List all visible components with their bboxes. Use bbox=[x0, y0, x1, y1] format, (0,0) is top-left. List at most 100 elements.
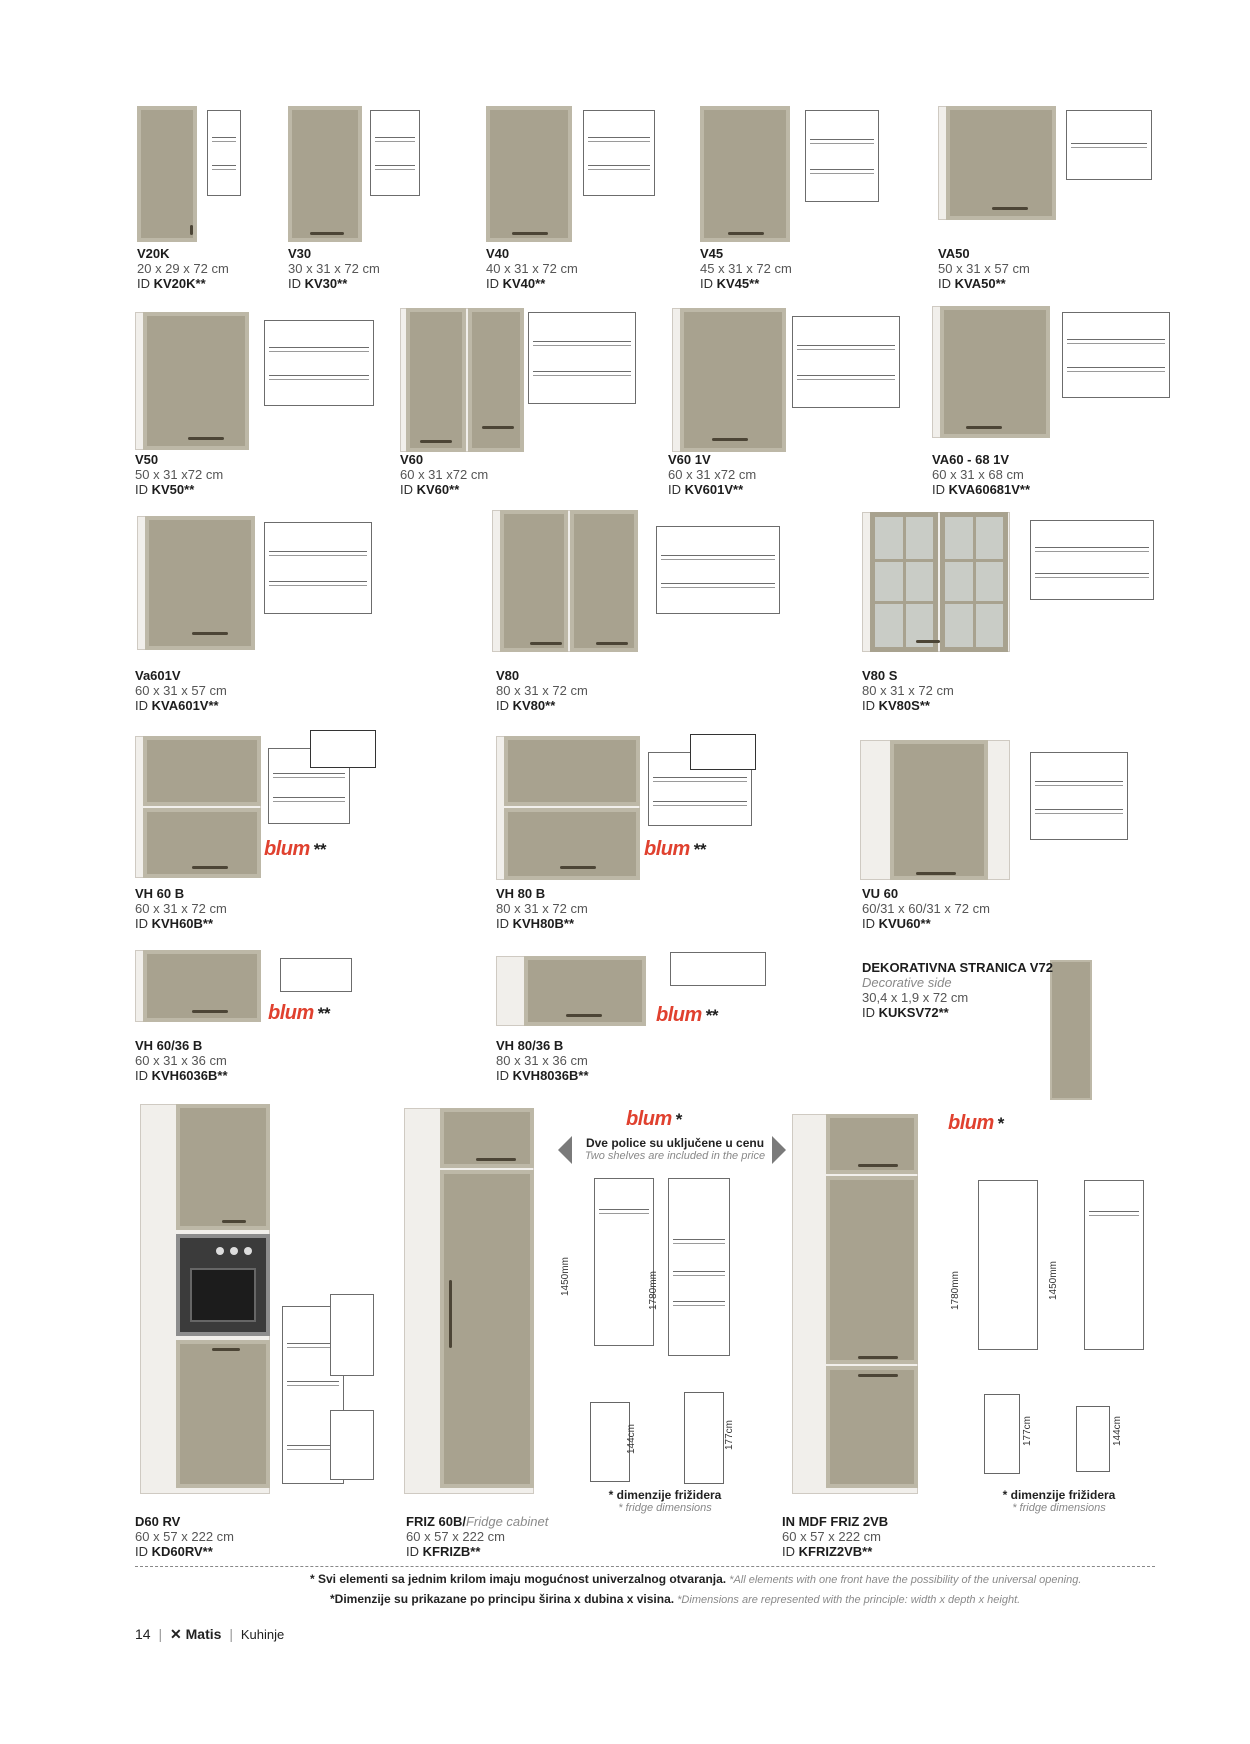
handle bbox=[530, 642, 562, 645]
lift-door-sketch bbox=[690, 734, 756, 770]
cabinet-door bbox=[700, 106, 790, 242]
label-in-mdf-friz-2vb: IN MDF FRIZ 2VB 60 x 57 x 222 cm ID KFRI… bbox=[782, 1514, 888, 1559]
product-dims: 40 x 31 x 72 cm bbox=[486, 261, 578, 276]
cabinet-door-left bbox=[406, 308, 466, 452]
cabinet-door-bottom bbox=[440, 1170, 534, 1488]
brand-logo-icon: ✕ bbox=[170, 1626, 182, 1642]
product-id: ID KFRIZ2VB** bbox=[782, 1544, 873, 1559]
product-name: VH 60 B bbox=[135, 886, 185, 901]
cabinet-door-top bbox=[143, 736, 261, 806]
cabinet-door bbox=[890, 740, 988, 880]
product-name: V80 bbox=[496, 668, 520, 683]
label-v80s: V80 S 80 x 31 x 72 cm ID KV80S** bbox=[862, 668, 954, 713]
brand-name: Matis bbox=[185, 1626, 222, 1642]
product-id: ID KVH8036B** bbox=[496, 1068, 589, 1083]
product-name: V40 bbox=[486, 246, 510, 261]
label-vh80b: VH 80 B 80 x 31 x 72 cm ID KVH80B** bbox=[496, 886, 588, 931]
fridge-note-sr: * dimenzije frižidera bbox=[608, 1488, 722, 1502]
label-va50: VA50 50 x 31 x 57 cm ID KVA50** bbox=[938, 246, 1030, 291]
cabinet-sketch bbox=[528, 312, 636, 404]
footnote-2: *Dimenzije su prikazane po principu širi… bbox=[330, 1592, 1020, 1606]
label-v60-1v: V60 1V 60 x 31 x72 cm ID KV601V** bbox=[668, 452, 756, 497]
cabinet-door bbox=[524, 956, 646, 1026]
cabinet-door-bottom bbox=[826, 1366, 918, 1488]
handle bbox=[858, 1356, 898, 1359]
product-dims: 60 x 31 x 57 cm bbox=[135, 683, 227, 698]
product-id: ID KV20K** bbox=[137, 276, 206, 291]
product-id: ID KV80S** bbox=[862, 698, 930, 713]
footnote-2-sr: *Dimenzije su prikazane po principu širi… bbox=[330, 1592, 675, 1606]
product-dims: 60 x 57 x 222 cm bbox=[135, 1529, 234, 1544]
cabinet-sketch bbox=[805, 110, 879, 202]
product-id: ID KVU60** bbox=[862, 916, 931, 931]
handle bbox=[482, 426, 514, 429]
product-name: VH 80/36 B bbox=[496, 1038, 564, 1053]
handle bbox=[728, 232, 764, 235]
handle bbox=[222, 1220, 246, 1223]
blum-stars: ** bbox=[313, 840, 327, 859]
page-number: 14 bbox=[135, 1626, 151, 1642]
label-v20k: V20K 20 x 29 x 72 cm ID KV20K** bbox=[137, 246, 229, 291]
product-name-en: Decorative side bbox=[862, 975, 952, 990]
cabinet-sketch bbox=[792, 316, 900, 408]
product-id: ID KD60RV** bbox=[135, 1544, 213, 1559]
handle bbox=[916, 872, 956, 875]
handle bbox=[449, 1280, 452, 1348]
fridge-note: * dimenzije frižidera * fridge dimension… bbox=[590, 1488, 740, 1514]
handle bbox=[192, 1010, 228, 1013]
blum-logo-text: blum bbox=[948, 1112, 994, 1134]
cabinet-sketch bbox=[1062, 312, 1170, 398]
label-friz60b: FRIZ 60B/Fridge cabinet 60 x 57 x 222 cm… bbox=[406, 1514, 548, 1559]
handle bbox=[212, 1348, 240, 1351]
blum-logo-text: blum bbox=[264, 838, 310, 860]
product-dims: 20 x 29 x 72 cm bbox=[137, 261, 229, 276]
blum-logo: blum** bbox=[656, 1004, 719, 1027]
page-footer: 14 | ✕ Matis | Kuhinje bbox=[135, 1626, 285, 1642]
label-vh60b: VH 60 B 60 x 31 x 72 cm ID KVH60B** bbox=[135, 886, 227, 931]
product-name: DEKORATIVNA STRANICA V72 bbox=[862, 960, 1053, 975]
product-name: V60 bbox=[400, 452, 424, 467]
footnote-1-sr: * Svi elementi sa jednim krilom imaju mo… bbox=[310, 1572, 727, 1586]
product-id: ID KVA601V** bbox=[135, 698, 219, 713]
blum-logo-text: blum bbox=[656, 1004, 702, 1026]
product-name: D60 RV bbox=[135, 1514, 181, 1529]
blum-logo: blum** bbox=[644, 838, 707, 861]
fridge-note-en: * fridge dimensions bbox=[1012, 1502, 1106, 1514]
cabinet-door-top bbox=[504, 736, 640, 806]
label-va601v: Va601V 60 x 31 x 57 cm ID KVA601V** bbox=[135, 668, 227, 713]
product-name: VA60 - 68 1V bbox=[932, 452, 1010, 467]
cabinet-door bbox=[946, 106, 1056, 220]
glass-door-left bbox=[870, 512, 938, 652]
cabinet-door-top bbox=[176, 1104, 270, 1230]
handle bbox=[858, 1164, 898, 1167]
product-dims: 60 x 31 x 36 cm bbox=[135, 1053, 227, 1068]
product-name: VH 80 B bbox=[496, 886, 546, 901]
blum-stars: * bbox=[675, 1110, 683, 1129]
product-name: V80 S bbox=[862, 668, 898, 683]
cabinet-sketch bbox=[207, 110, 241, 196]
fridge-sketch bbox=[1076, 1406, 1110, 1472]
product-id: ID KVH80B** bbox=[496, 916, 575, 931]
product-dims: 50 x 31 x 57 cm bbox=[938, 261, 1030, 276]
cabinet-sketch bbox=[1066, 110, 1152, 180]
arrow-right-icon bbox=[772, 1136, 786, 1164]
product-dims: 50 x 31 x72 cm bbox=[135, 467, 224, 482]
footnote-2-en: *Dimensions are represented with the pri… bbox=[677, 1594, 1021, 1606]
fridge-note-sr: * dimenzije frižidera bbox=[1002, 1488, 1116, 1502]
handle bbox=[916, 640, 940, 643]
footnote-1: * Svi elementi sa jednim krilom imaju mo… bbox=[310, 1572, 1081, 1586]
fridge-note: * dimenzije frižidera * fridge dimension… bbox=[984, 1488, 1134, 1514]
decorative-panel bbox=[1050, 960, 1092, 1100]
label-v50: V50 50 x 31 x72 cm ID KV50** bbox=[135, 452, 223, 497]
product-dims: 60/31 x 60/31 x 72 cm bbox=[862, 901, 990, 916]
product-id: ID KV60** bbox=[400, 482, 460, 497]
label-v80: V80 80 x 31 x 72 cm ID KV80** bbox=[496, 668, 588, 713]
product-id: ID KVH6036B** bbox=[135, 1068, 228, 1083]
measure-1780: 1780mm bbox=[648, 1271, 659, 1310]
handle bbox=[966, 426, 1002, 429]
cabinet-door-left bbox=[500, 510, 568, 652]
handle bbox=[476, 1158, 516, 1161]
product-name: VH 60/36 B bbox=[135, 1038, 203, 1053]
blum-logo-text: blum bbox=[626, 1108, 672, 1130]
shelves-note: Dve police su uključene u cenu Two shelv… bbox=[580, 1136, 770, 1162]
